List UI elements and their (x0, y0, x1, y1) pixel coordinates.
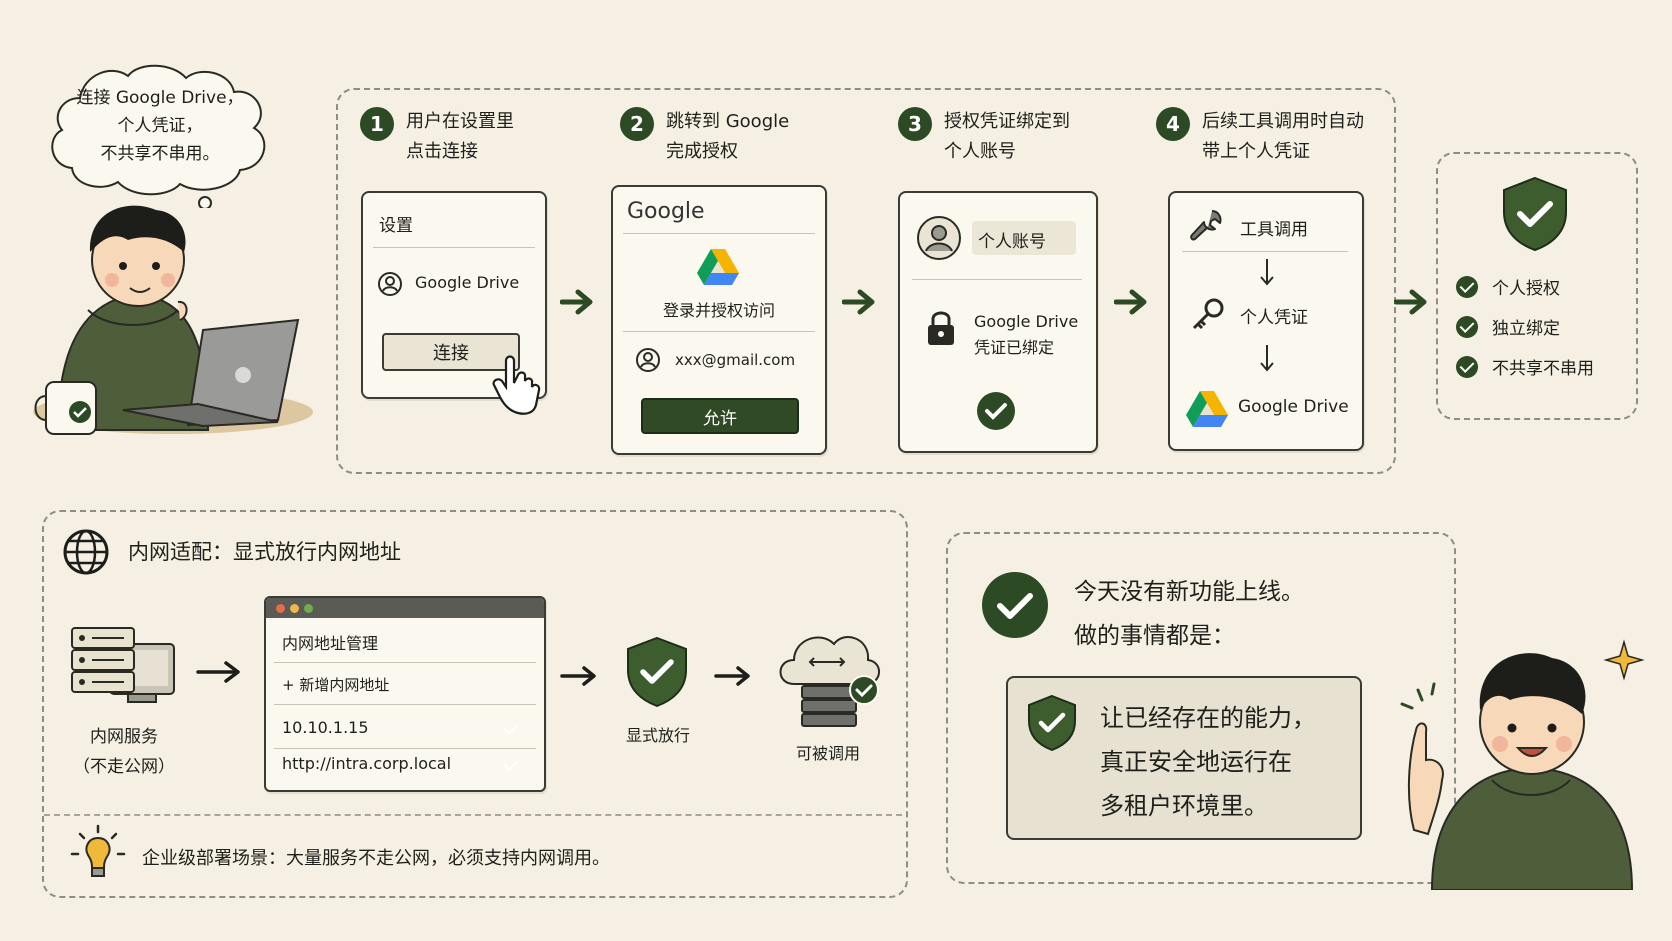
lightbulb-icon (70, 824, 126, 877)
maximize-dot (304, 604, 313, 613)
address-manager-window: 内网地址管理 + 新增内网地址 10.10.1.15 http://intra.… (264, 596, 546, 792)
credential-label: 个人凭证 (1240, 308, 1308, 328)
window-titlebar (266, 598, 544, 618)
step-1: 1 用户在设置里点击连接 (360, 107, 586, 167)
footer-note: 企业级部署场景：大量服务不走公网，必须支持内网调用。 (142, 848, 610, 869)
callable-label: 可被调用 (795, 744, 860, 763)
summary-inner-line-2: 真正安全地运行在 (1100, 748, 1292, 776)
google-drive-icon (1186, 391, 1228, 427)
check-icon (982, 572, 1048, 638)
result-item: 个人授权 (1456, 274, 1560, 299)
step-3: 3 授权凭证绑定到个人账号 (898, 107, 1124, 167)
check-icon (1456, 315, 1478, 338)
shield-check-icon (1028, 694, 1076, 752)
result-item: 独立绑定 (1456, 314, 1560, 339)
step-number: 1 (360, 107, 394, 141)
step-number: 2 (620, 107, 654, 141)
bound-service-label: Google Drive (974, 312, 1079, 331)
server-sublabel: （不走公网） (73, 757, 175, 777)
thought-bubble (51, 64, 266, 208)
step-4: 4 后续工具调用时自动带上个人凭证 (1156, 107, 1402, 167)
panel-divider (44, 814, 902, 816)
window-title: 内网地址管理 (282, 634, 379, 653)
arrow-right-icon (1394, 289, 1427, 315)
auth-prompt: 登录并授权访问 (662, 301, 775, 320)
wrench-icon (1190, 210, 1222, 241)
check-icon (1456, 355, 1478, 378)
check-icon (977, 392, 1015, 430)
user-icon (378, 272, 402, 296)
allow-button[interactable]: 允许 (641, 398, 799, 434)
key-icon (1192, 298, 1224, 330)
check-icon (1456, 275, 1478, 298)
summary-inner-line-3: 多租户环境里。 (1100, 792, 1268, 820)
arrow-down-icon (1260, 345, 1274, 372)
arrow-down-icon (1260, 259, 1274, 286)
cloud-icon (779, 636, 880, 727)
thought-bubble-text: 连接 Google Drive， 个人凭证， 不共享不串用。 (72, 84, 248, 168)
google-drive-setting-label: Google Drive (415, 273, 520, 292)
personal-account-label: 个人账号 (978, 232, 1046, 252)
tool-call-card: 工具调用 个人凭证 Google Drive (1168, 191, 1364, 451)
account-binding-card: 个人账号 Google Drive 凭证已绑定 (898, 191, 1098, 453)
result-box (1436, 152, 1638, 420)
google-drive-icon (697, 249, 739, 285)
thought-line-3: 不共享不串用。 (100, 144, 220, 164)
intranet-panel (42, 510, 908, 898)
minimize-dot (290, 604, 299, 613)
user-icon (917, 216, 961, 260)
summary-line-1: 今天没有新功能上线。 (1074, 579, 1304, 605)
tool-call-label: 工具调用 (1240, 220, 1308, 240)
arrow-right-icon (842, 289, 875, 315)
drive-label: Google Drive (1238, 397, 1349, 417)
add-address-button[interactable]: + 新增内网地址 (282, 676, 390, 694)
cursor-hand-icon (492, 355, 541, 415)
summary-inner-line-1: 让已经存在的能力， (1100, 704, 1316, 732)
result-item: 不共享不串用 (1456, 354, 1594, 379)
arrow-right-icon (1114, 289, 1147, 315)
arrow-right-icon (560, 289, 593, 315)
shield-check-icon (627, 636, 687, 708)
address-item: http://intra.corp.local (282, 754, 452, 773)
settings-card: 设置 Google Drive 连接 (361, 191, 547, 399)
arrow-right-icon (560, 666, 596, 686)
pointing-user-illustration (1400, 639, 1645, 890)
address-item: 10.10.1.15 (282, 718, 369, 737)
step-number: 3 (898, 107, 932, 141)
thought-line-2: 个人凭证， (117, 116, 203, 136)
summary-line-2: 做的事情都是： (1074, 623, 1235, 649)
intranet-title: 内网适配：显式放行内网地址 (128, 540, 401, 564)
settings-title: 设置 (379, 216, 413, 236)
step-number: 4 (1156, 107, 1190, 141)
arrow-right-icon (196, 661, 240, 683)
server-label: 内网服务 (90, 727, 158, 747)
allow-label: 显式放行 (625, 726, 690, 745)
google-auth-card: Google 登录并授权访问 xxx@gmail.com 允许 (611, 185, 827, 455)
thought-line-1: 连接 Google Drive， (76, 88, 244, 108)
bound-status-label: 凭证已绑定 (974, 338, 1055, 357)
shield-check-icon (1503, 176, 1567, 252)
lock-icon (928, 311, 954, 345)
connect-button[interactable]: 连接 (382, 333, 520, 371)
globe-icon (63, 529, 109, 575)
google-brand: Google (627, 199, 705, 224)
close-dot (276, 604, 285, 613)
account-email: xxx@gmail.com (675, 351, 796, 369)
summary-panel (946, 532, 1456, 884)
connect-flow-panel (336, 88, 1396, 474)
arrow-right-icon (714, 666, 750, 686)
user-icon (636, 348, 660, 372)
server-icon (71, 627, 175, 703)
thinking-user-illustration (33, 205, 313, 435)
